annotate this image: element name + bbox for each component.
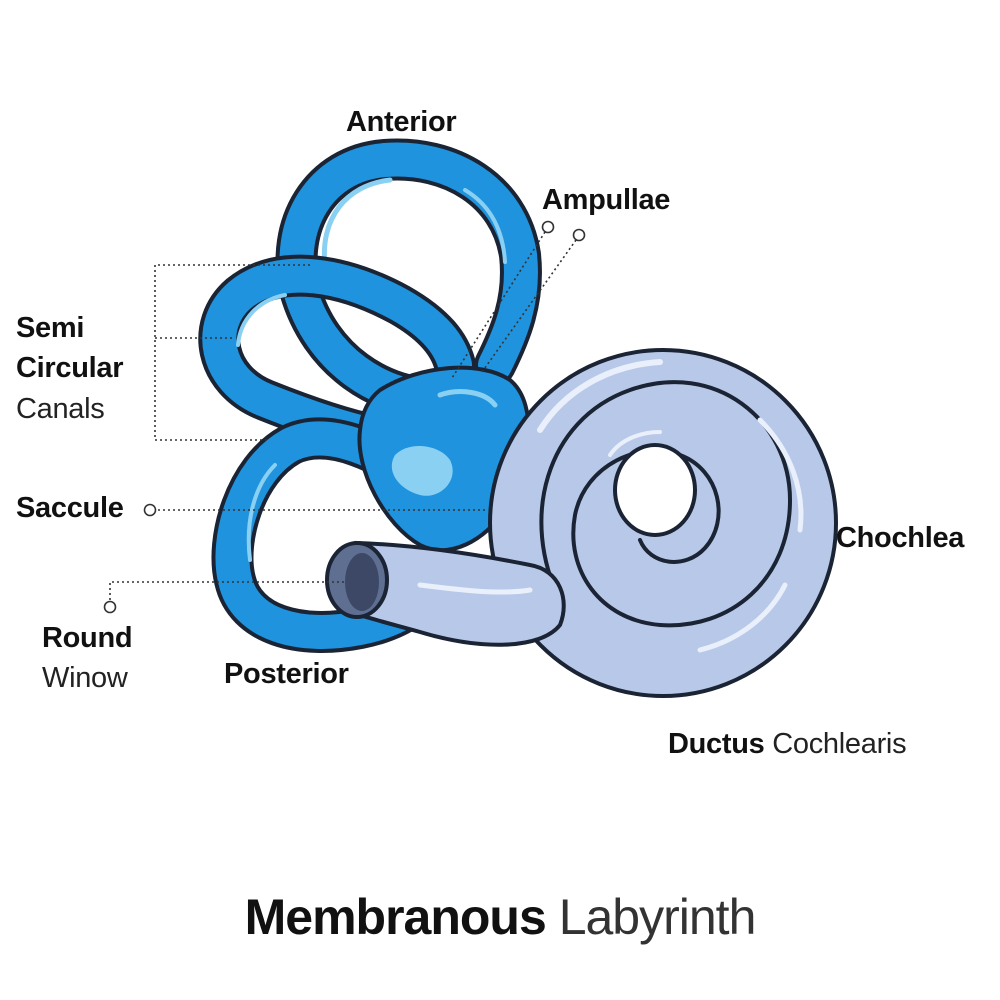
saccule-marker [143, 503, 157, 517]
label-circular: Circular [16, 352, 124, 385]
label-anterior: Anterior [346, 106, 457, 138]
label-semicircular-canals: Semi Circular Canals [16, 310, 124, 427]
label-semi: Semi [16, 312, 85, 344]
diagram-title: Membranous Labyrinth [0, 888, 1000, 946]
label-ductus: Ductus [668, 728, 765, 760]
leader-lines [109, 231, 577, 600]
title-bold: Membranous [244, 889, 547, 945]
label-saccule: Saccule [16, 492, 124, 524]
label-round: Round [42, 622, 133, 654]
label-chochlea: Chochlea [836, 522, 965, 554]
leader-endpoints [103, 220, 586, 614]
label-cochlearis: Cochlearis [772, 728, 907, 760]
label-winow: Winow [42, 662, 128, 695]
round-window-marker [103, 600, 117, 614]
label-canals: Canals [16, 392, 105, 425]
ductus-cochlearis-tube [325, 540, 566, 647]
label-ampullae: Ampullae [542, 184, 671, 216]
semicircular-canals [198, 138, 542, 653]
ampullae-leader-1 [451, 231, 546, 379]
ampullae-marker-1 [541, 220, 555, 234]
ampullae-leader-2 [481, 239, 577, 373]
label-posterior: Posterior [224, 658, 349, 690]
cochlea [488, 348, 838, 698]
label-ductus-cochlearis: Ductus Cochlearis [668, 726, 907, 762]
label-round-window: Round Winow [42, 620, 133, 697]
title-regular: Labyrinth [558, 889, 757, 945]
ampullae-marker-2 [572, 228, 586, 242]
round-window-leader [109, 581, 345, 600]
